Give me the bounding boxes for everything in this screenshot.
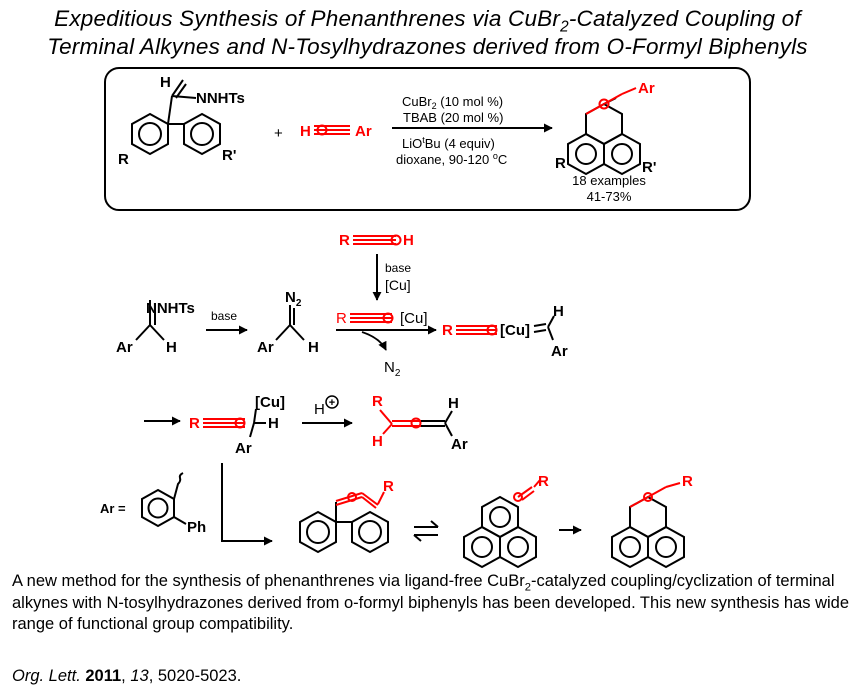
down-arrow-base-label: base (385, 261, 411, 275)
carbene-ar-label: Ar (551, 343, 568, 360)
final-phenanthrene-structure (611, 495, 685, 569)
condition-solvent: dioxane, 90-120 oC (396, 151, 507, 167)
diazo-h-label: H (308, 339, 319, 356)
plus-sign: + (274, 125, 283, 142)
ar-definition-ph-label: Ph (187, 519, 206, 536)
cyclized-intermediate-structure (463, 495, 537, 569)
allene-ar-label: Ar (451, 436, 468, 453)
yield-range: 41-73% (587, 189, 632, 204)
base-arrow-label: base (211, 309, 237, 323)
n2-loss-arrow (361, 331, 387, 351)
allene-h1-label: H (372, 433, 383, 450)
proton-charge-sign: + (329, 397, 335, 409)
intermediate-cu-label: [Cu] (255, 394, 285, 411)
equilibrium-arrows (413, 520, 439, 542)
condition-additive: TBAB (20 mol %) (403, 110, 503, 125)
ar-definition-label: Ar = (100, 501, 126, 516)
carbene-h-label: H (553, 303, 564, 320)
carbene-r-label: R (442, 322, 453, 339)
allene-r-label: R (372, 393, 383, 410)
biphenyl-allene-r-label: R (383, 478, 394, 495)
proton-label: H (314, 401, 325, 418)
product-r-label: R (555, 155, 566, 172)
citation-year: 2011 (85, 667, 122, 685)
biphenyl-allene-structure (299, 502, 389, 554)
diazo-n2-label: N2 (285, 289, 302, 309)
mech-alkyne-r-label: R (339, 232, 350, 249)
intermediate-h-label: H (268, 415, 279, 432)
examples-count: 18 examples (572, 173, 646, 188)
summary-reaction-box (104, 67, 751, 211)
biphenyl-hydrazone-structure (131, 79, 221, 156)
summary-paragraph: A new method for the synthesis of phenan… (12, 572, 850, 633)
carbene-cu-label: [Cu] (500, 322, 530, 339)
hydrazone-ar-label: Ar (116, 339, 133, 356)
alkyne-h-label: H (300, 123, 311, 140)
r-prime-label: R' (222, 147, 236, 164)
product-r-prime-label: R' (642, 159, 656, 176)
hydrazone-h-label: H (166, 339, 177, 356)
cyclization-path-arrow (221, 463, 273, 546)
mech-alkyne-h-label: H (403, 232, 414, 249)
final-phenanthrene-r-label: R (682, 473, 693, 490)
allene-h2-label: H (448, 395, 459, 412)
down-arrow-cu-label: [Cu] (385, 277, 411, 293)
acetylide-r-label: R (336, 310, 347, 327)
h-label: H (160, 74, 171, 91)
condition-catalyst: CuBr2 (10 mol %) (402, 94, 503, 111)
diazo-ar-label: Ar (257, 339, 274, 356)
reaction-scheme: H NNHTs R R' + H Ar CuBr2 (10 mol %) TBA… (100, 67, 751, 569)
cyclized-intermediate-r-label: R (538, 473, 549, 490)
citation-journal: Org. Lett. (12, 667, 81, 685)
intermediate-r-label: R (189, 415, 200, 432)
ar-definition-structure (141, 472, 187, 528)
condition-base: LiOtBu (4 equiv) (402, 135, 495, 151)
acetylide-cu-label: [Cu] (400, 310, 428, 327)
r-label: R (118, 151, 129, 168)
intermediate-ar-label: Ar (235, 440, 252, 457)
citation-pages: , 5020-5023. (148, 667, 242, 685)
alkyne-ar-label: Ar (355, 123, 372, 140)
proton-charge-circle (325, 395, 339, 409)
citation-volume: 13 (130, 667, 149, 685)
citation: Org. Lett. 2011, 13, 5020-5023. (12, 667, 242, 685)
hydrazone-nnhts-label: NNHTs (146, 300, 195, 317)
terminal-alkyne-structure (314, 124, 350, 136)
nnhts-label: NNHTs (196, 90, 245, 107)
page-title-line-2: Terminal Alkynes and N-Tosylhydrazones d… (47, 34, 808, 59)
page-title-line-1: Expeditious Synthesis of Phenanthrenes v… (54, 6, 801, 36)
n2-byproduct-label: N2 (384, 359, 401, 379)
product-ar-label: Ar (638, 80, 655, 97)
